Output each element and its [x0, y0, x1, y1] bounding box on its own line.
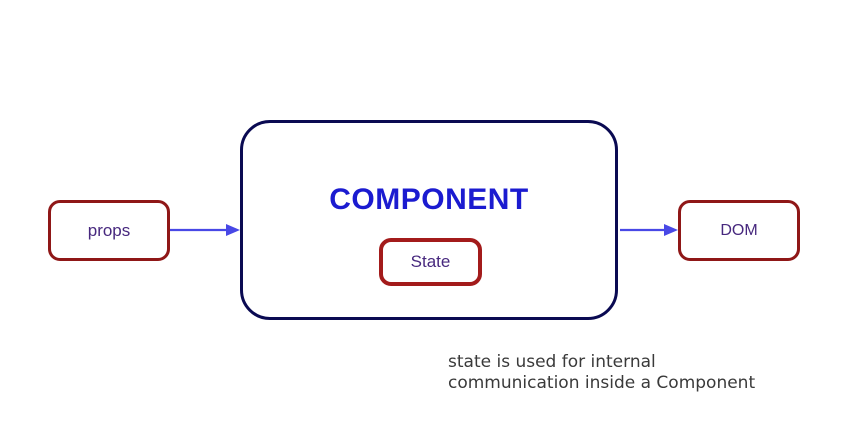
- state-box: State: [379, 238, 482, 286]
- caption-line-2: communication inside a Component: [448, 373, 756, 393]
- caption: state is used for internal communication…: [448, 352, 755, 394]
- component-title: COMPONENT: [329, 183, 529, 216]
- dom-box: DOM: [678, 200, 800, 261]
- arrow-component-to-dom-icon: [620, 224, 678, 236]
- dom-label: DOM: [720, 221, 758, 239]
- state-label: State: [410, 252, 451, 271]
- props-label: props: [87, 220, 131, 240]
- caption-line-1: state is used for internal: [448, 352, 656, 372]
- props-box: props: [48, 200, 170, 261]
- component-box: COMPONENT State: [240, 120, 618, 320]
- arrow-props-to-component-icon: [170, 224, 240, 236]
